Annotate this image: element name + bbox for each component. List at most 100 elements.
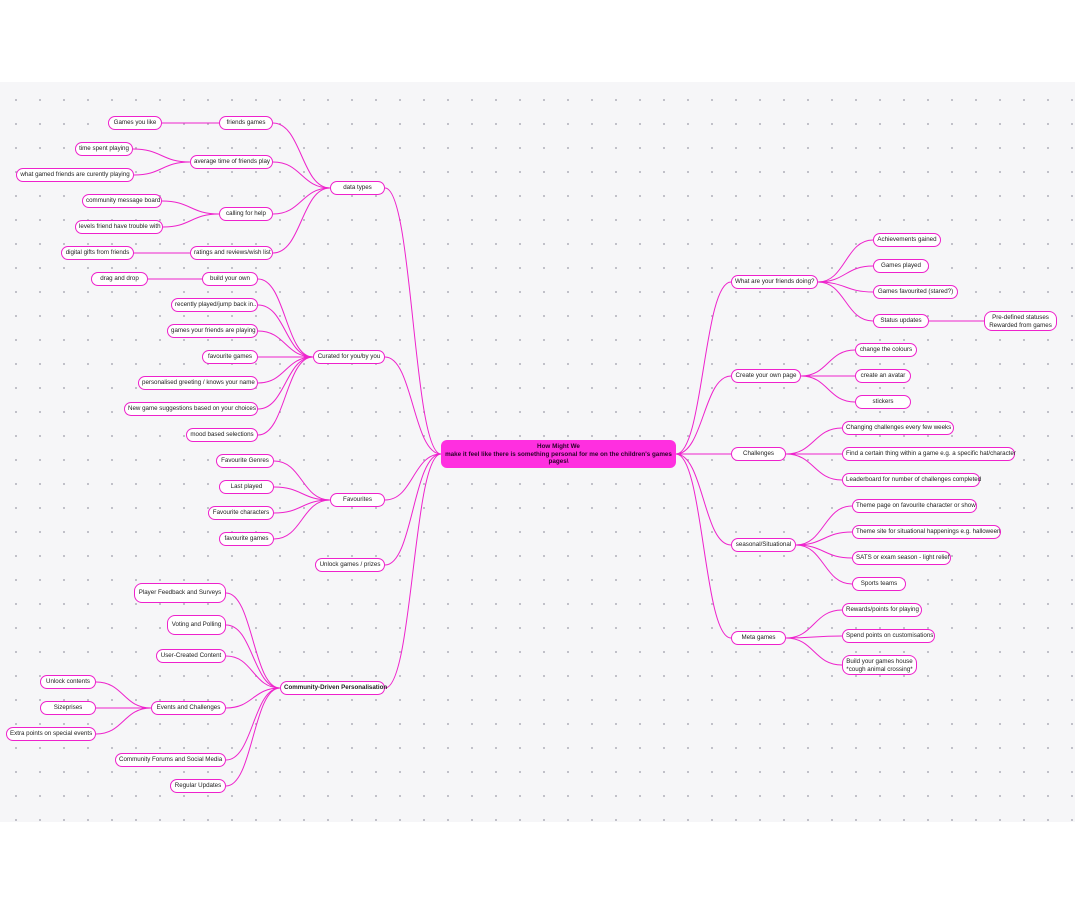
connector-node-build-games-house — [785, 637, 843, 666]
connector-node-community-message-board — [161, 200, 220, 215]
node-ratings-reviews[interactable]: ratings and reviews/wish list — [190, 246, 273, 260]
connector-node-favourite-genres — [273, 460, 331, 501]
node-theme-site[interactable]: Theme site for situational happenings e.… — [852, 525, 1001, 539]
node-games-played[interactable]: Games played — [873, 259, 929, 273]
node-community-forums[interactable]: Community Forums and Social Media — [115, 753, 226, 767]
node-rewards-points[interactable]: Rewards/points for playing — [842, 603, 922, 617]
node-drag-and-drop[interactable]: drag and drop — [91, 272, 148, 286]
connector-branch-curated — [384, 356, 442, 455]
branch-create-page[interactable]: Create your own page — [731, 369, 801, 383]
node-favourite-games-2[interactable]: favourite games — [219, 532, 274, 546]
node-stickers[interactable]: stickers — [855, 395, 911, 409]
connector-node-theme-site — [795, 531, 853, 546]
connector-node-theme-page — [795, 505, 853, 546]
connector-node-extra-points — [95, 707, 152, 735]
connector-node-mood-based — [257, 356, 314, 436]
node-sports-teams[interactable]: Sports teams — [852, 577, 906, 591]
connector-node-sats — [795, 544, 853, 559]
node-regular-updates[interactable]: Regular Updates — [170, 779, 226, 793]
connector-node-ratings-reviews — [272, 187, 331, 254]
connector-node-games-friends-playing — [257, 330, 314, 358]
connector-node-voting-polling — [225, 624, 281, 689]
node-extra-points[interactable]: Extra points on special events — [6, 727, 96, 741]
connector-node-achievements — [817, 239, 874, 283]
connector-node-favourite-games-2 — [273, 499, 331, 540]
connector-node-community-forums — [225, 687, 281, 761]
node-average-time[interactable]: average time of friends play — [190, 155, 273, 169]
node-change-colours[interactable]: change the colours — [855, 343, 917, 357]
connector-node-levels-trouble — [162, 213, 220, 228]
node-user-created-content[interactable]: User-Created Content — [156, 649, 226, 663]
branch-seasonal[interactable]: seasonal/Situational — [731, 538, 796, 552]
connector-node-player-feedback — [225, 592, 281, 689]
connector-node-what-games-friends — [133, 161, 191, 176]
connector-branch-unlock-games — [384, 453, 442, 566]
branch-challenges[interactable]: Challenges — [731, 447, 786, 461]
central-topic-line-2: make it feel like there is something per… — [445, 450, 672, 458]
node-personalised-greeting[interactable]: personalised greeting / knows your name — [138, 376, 258, 390]
node-achievements[interactable]: Achievements gained — [873, 233, 941, 247]
node-friends-games[interactable]: friends games — [219, 116, 273, 130]
branch-favourites[interactable]: Favourites — [330, 493, 385, 507]
node-find-certain-thing[interactable]: Find a certain thing within a game e.g. … — [842, 447, 1016, 461]
connector-branch-meta-games — [675, 453, 732, 639]
node-leaderboard[interactable]: Leaderboard for number of challenges com… — [842, 473, 981, 487]
node-changing-challenges[interactable]: Changing challenges every few weeks — [842, 421, 954, 435]
node-time-spent[interactable]: time spent playing — [75, 142, 133, 156]
node-games-friends-playing[interactable]: games your friends are playing — [167, 324, 258, 338]
node-last-played[interactable]: Last played — [219, 480, 274, 494]
node-levels-trouble[interactable]: levels friend have trouble with — [75, 220, 163, 234]
node-sats[interactable]: SATS or exam season - light relief — [852, 551, 951, 565]
node-games-favourited[interactable]: Games favourited (stared?) — [873, 285, 958, 299]
node-community-message-board[interactable]: community message board — [82, 194, 162, 208]
connector-node-leaderboard — [785, 453, 843, 481]
node-build-games-house[interactable]: Build your games house *cough animal cro… — [842, 655, 917, 675]
node-unlock-contents[interactable]: Unlock contents — [40, 675, 96, 689]
connector-branch-community-driven — [384, 453, 442, 689]
connector-node-last-played — [273, 486, 331, 501]
node-digital-gifts[interactable]: digital gifts from friends — [61, 246, 134, 260]
node-player-feedback[interactable]: Player Feedback and Surveys — [134, 583, 226, 603]
branch-meta-games[interactable]: Meta games — [731, 631, 786, 645]
node-voting-polling[interactable]: Voting and Polling — [167, 615, 226, 635]
node-sizeprises[interactable]: Sizeprises — [40, 701, 96, 715]
node-what-games-friends[interactable]: what gamed friends are curently playing — [16, 168, 134, 182]
connector-node-user-created-content — [225, 655, 281, 689]
node-recently-played[interactable]: recently played/jump back in.. — [171, 298, 258, 312]
node-favourite-genres[interactable]: Favourite Genres — [216, 454, 274, 468]
branch-friends-doing[interactable]: What are your friends doing? — [731, 275, 818, 289]
central-topic-line-1: How Might We — [537, 443, 580, 450]
branch-community-driven[interactable]: Community-Driven Personalisation — [280, 681, 387, 695]
node-theme-page[interactable]: Theme page on favourite character or sho… — [852, 499, 977, 513]
connector-node-calling-for-help — [272, 187, 331, 215]
branch-curated[interactable]: Curated for you/by you — [313, 350, 385, 364]
connector-node-unlock-contents — [95, 681, 152, 709]
connector-node-status-updates — [817, 281, 874, 322]
node-favourite-games[interactable]: favourite games — [202, 350, 258, 364]
connector-branch-data-types — [384, 187, 442, 455]
node-new-game-suggestions[interactable]: New game suggestions based on your choic… — [124, 402, 258, 416]
connector-node-favourite-characters — [273, 499, 331, 514]
connector-node-change-colours — [800, 349, 856, 377]
branch-unlock-games[interactable]: Unlock games / prizes — [315, 558, 385, 572]
central-topic-how-might-we[interactable]: How Might We make it feel like there is … — [441, 440, 676, 468]
node-predefined-statuses[interactable]: Pre-defined statuses Rewarded from games — [984, 311, 1057, 331]
connector-node-events-challenges — [225, 687, 281, 709]
node-events-challenges[interactable]: Events and Challenges — [151, 701, 226, 715]
branch-data-types[interactable]: data types — [330, 181, 385, 195]
connector-node-average-time — [272, 161, 331, 189]
node-status-updates[interactable]: Status updates — [873, 314, 929, 328]
node-games-you-like[interactable]: Games you like — [108, 116, 162, 130]
connector-node-changing-challenges — [785, 427, 843, 455]
node-calling-for-help[interactable]: calling for help — [219, 207, 273, 221]
connector-node-stickers — [800, 375, 856, 403]
node-spend-points[interactable]: Spend points on customisations — [842, 629, 935, 643]
node-favourite-characters[interactable]: Favourite characters — [208, 506, 274, 520]
node-create-avatar[interactable]: create an avatar — [855, 369, 911, 383]
node-mood-based[interactable]: mood based selections — [186, 428, 258, 442]
central-topic-line-3: pages\ — [548, 458, 569, 465]
connector-node-spend-points — [785, 635, 843, 639]
node-build-your-own[interactable]: build your own — [202, 272, 258, 286]
connector-branch-create-page — [675, 375, 732, 455]
